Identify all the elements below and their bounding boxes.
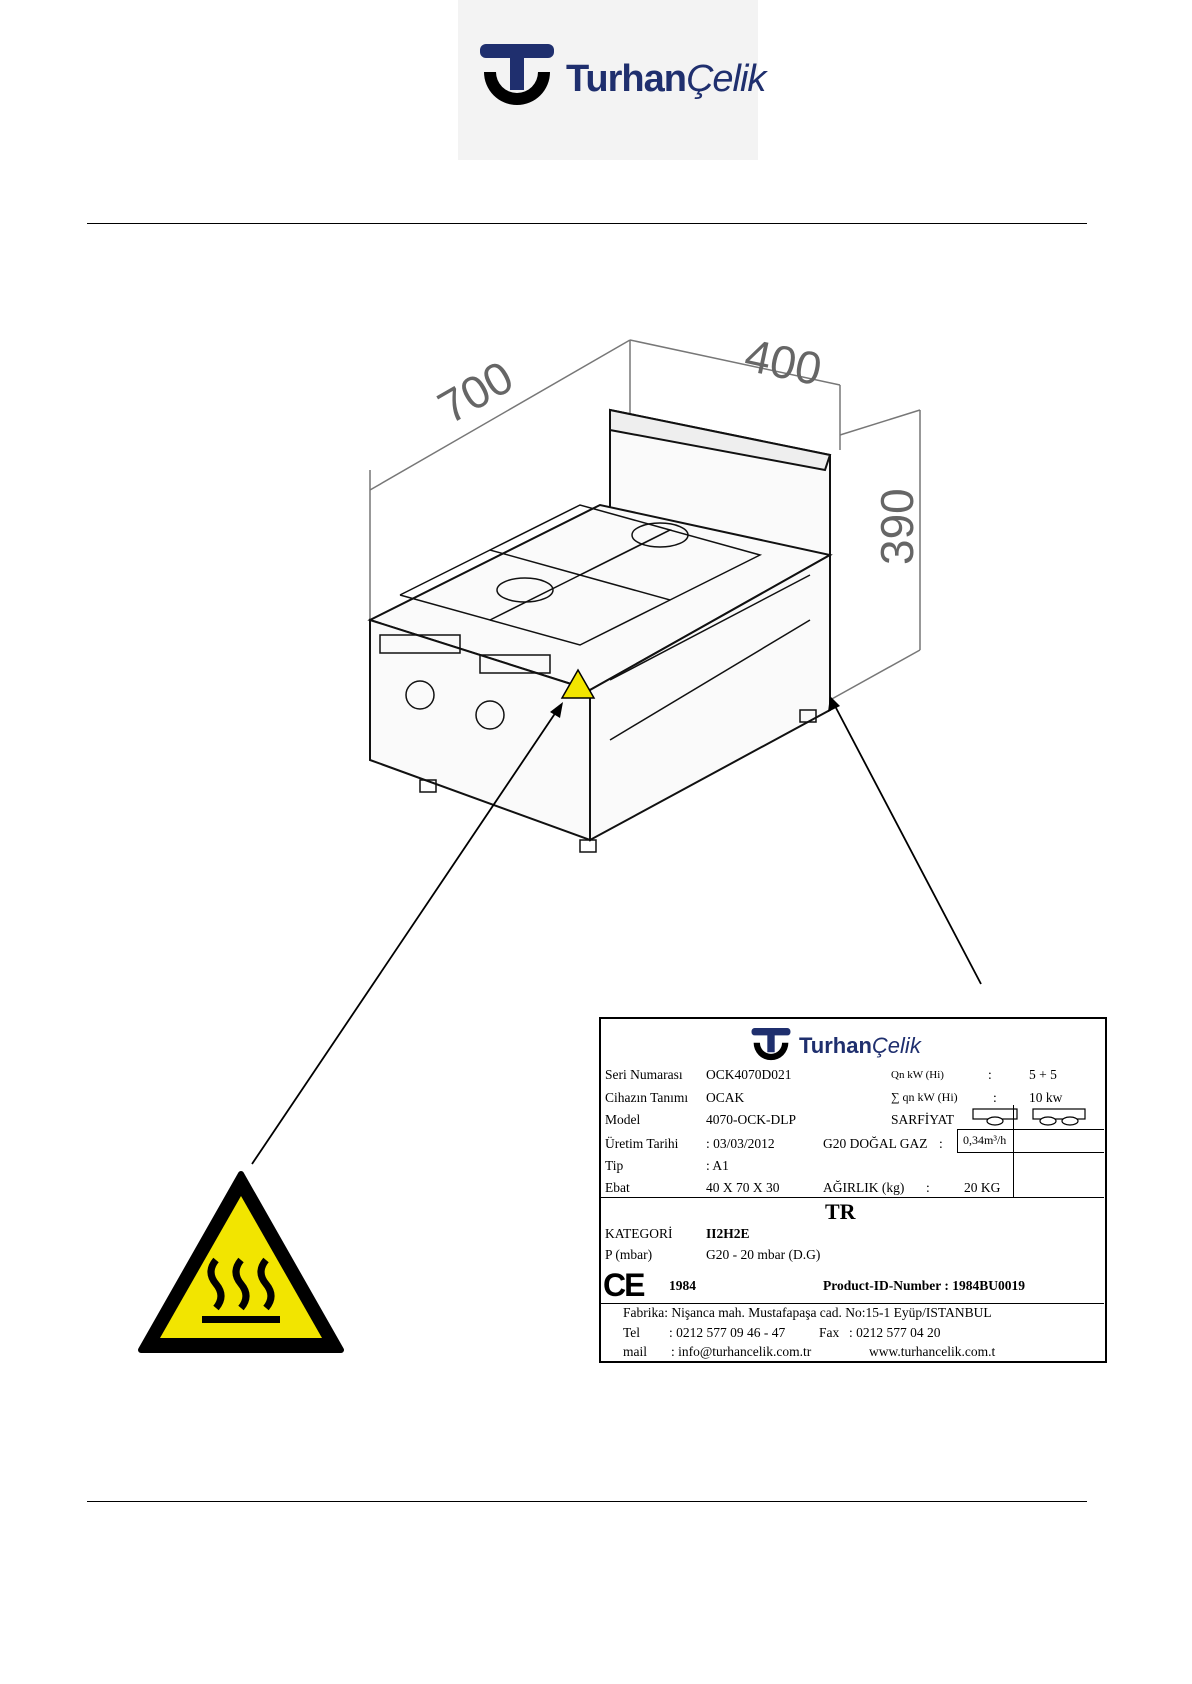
- tel-label: Tel: [623, 1325, 641, 1340]
- header-rule: [87, 223, 1087, 224]
- ce-number: 1984: [669, 1278, 696, 1293]
- sum-qn-label: ∑ qn kW (Hi): [891, 1090, 958, 1104]
- qn-sep: :: [988, 1067, 992, 1082]
- qn-value: 5 + 5: [1029, 1067, 1057, 1082]
- gas-value: 0,34m³/h: [963, 1133, 1007, 1147]
- fax-label: Fax: [819, 1325, 840, 1340]
- grid-line: [957, 1152, 1104, 1153]
- weight-value: 20 KG: [964, 1180, 1001, 1195]
- nameplate: TurhanÇelik Seri Numarası OCK4070D021 Qn…: [599, 1017, 1107, 1363]
- grid-line: [957, 1129, 1104, 1130]
- grid-line: [957, 1129, 958, 1152]
- pressure-value: G20 - 20 mbar (D.G): [706, 1247, 821, 1262]
- country-code: TR: [825, 1199, 856, 1224]
- serial-label: Seri Numarası: [605, 1067, 683, 1082]
- type-value: : A1: [706, 1158, 729, 1173]
- section-divider: [601, 1303, 1104, 1304]
- category-label: KATEGORİ: [605, 1226, 673, 1241]
- size-value: 40 X 70 X 30: [706, 1180, 780, 1195]
- model-label: Model: [605, 1112, 641, 1127]
- weight-label: AĞIRLIK (kg): [823, 1180, 905, 1195]
- gas-label: G20 DOĞAL GAZ: [823, 1136, 928, 1151]
- website: www.turhancelik.com.t: [869, 1344, 996, 1359]
- grid-line: [1013, 1105, 1014, 1197]
- fax-value: : 0212 577 04 20: [849, 1325, 941, 1340]
- gas-sep: :: [939, 1136, 943, 1151]
- device-value: OCAK: [706, 1090, 745, 1105]
- size-label: Ebat: [605, 1180, 630, 1195]
- factory-address: Fabrika: Nişanca mah. Mustafapaşa cad. N…: [623, 1305, 992, 1320]
- double-burner-icon: [1032, 1108, 1086, 1126]
- mail-value: : info@turhancelik.com.tr: [671, 1344, 812, 1359]
- qn-label: Qn kW (Hi): [891, 1069, 944, 1081]
- mail-label: mail: [623, 1344, 647, 1359]
- sum-qn-value: 10 kw: [1029, 1090, 1063, 1105]
- plate-brand-name: TurhanÇelik: [799, 1033, 921, 1058]
- single-burner-icon: [972, 1108, 1018, 1126]
- turhan-logo-icon: [751, 1028, 791, 1061]
- weight-sep: :: [926, 1180, 930, 1195]
- hot-surface-warning-icon: [138, 1171, 344, 1353]
- ce-mark: CE: [603, 1267, 645, 1303]
- pressure-label: P (mbar): [605, 1247, 653, 1262]
- tel-value: : 0212 577 09 46 - 47: [669, 1325, 786, 1340]
- production-date-label: Üretim Tarihi: [605, 1136, 679, 1151]
- model-value: 4070-OCK-DLP: [706, 1112, 796, 1127]
- brand-name: TurhanÇelik: [566, 58, 766, 100]
- footer-rule: [87, 1501, 1087, 1502]
- appliance-drawing: [367, 339, 921, 853]
- serial-value: OCK4070D021: [706, 1067, 792, 1082]
- production-date-value: : 03/03/2012: [706, 1136, 775, 1151]
- device-label: Cihazın Tanımı: [605, 1090, 689, 1105]
- category-value: II2H2E: [706, 1226, 750, 1241]
- product-id: Product-ID-Number : 1984BU0019: [823, 1278, 1025, 1293]
- type-label: Tip: [605, 1158, 624, 1173]
- consumption-label: SARFİYAT: [891, 1112, 955, 1127]
- sum-qn-sep: :: [993, 1090, 997, 1105]
- header-logo: TurhanÇelik: [458, 0, 766, 160]
- turhan-logo-icon: [480, 44, 554, 105]
- section-divider: [601, 1197, 1104, 1198]
